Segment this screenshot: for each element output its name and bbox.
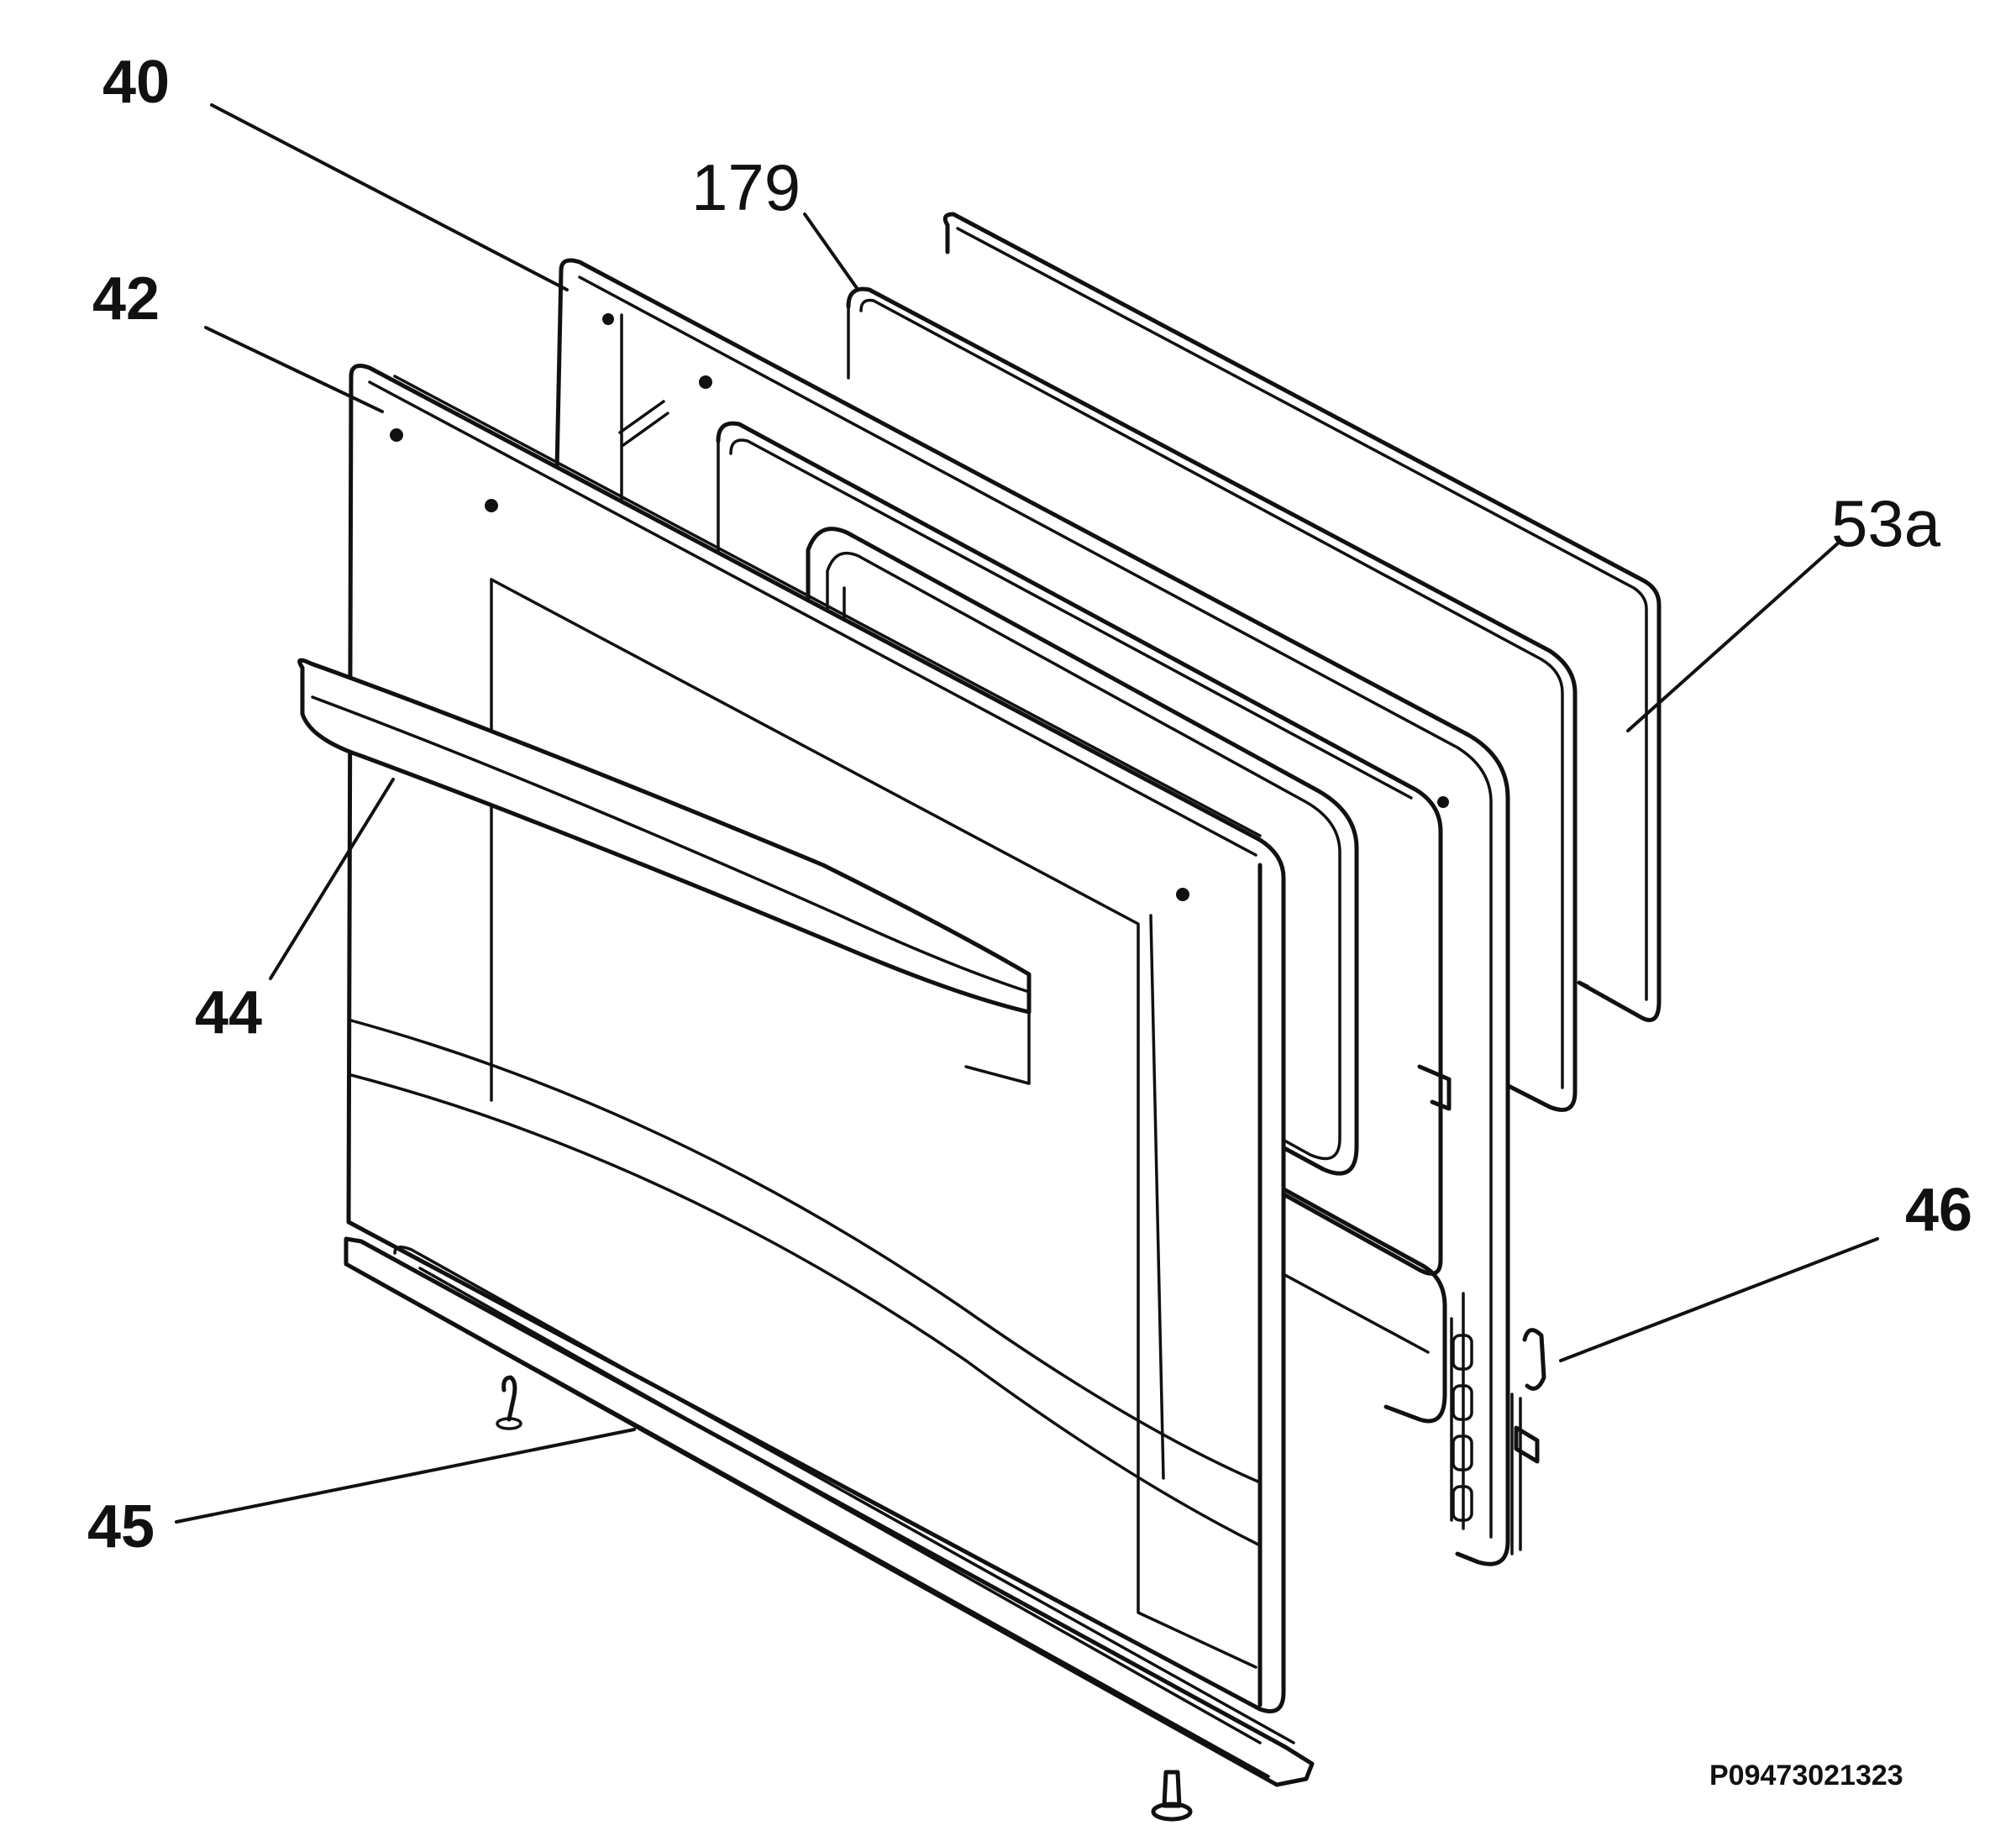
- bottom-trim-strip: [344, 1236, 1315, 1787]
- callout-46: 46: [1905, 1177, 1972, 1244]
- callout-45: 45: [87, 1493, 155, 1561]
- callout-44: 44: [195, 979, 262, 1047]
- door-handle: [297, 658, 1032, 1085]
- hinge-46: [1510, 1328, 1546, 1555]
- leader-179: [803, 212, 858, 290]
- drawing-code: P09473021323: [1709, 1760, 1903, 1791]
- leader-46: [1559, 1237, 1879, 1362]
- callout-42: 42: [92, 265, 160, 333]
- leader-53a: [1626, 540, 1841, 732]
- leader-45: [175, 1428, 636, 1524]
- callout-40: 40: [102, 49, 170, 116]
- screw-left: [496, 1375, 522, 1430]
- leader-44: [269, 778, 395, 980]
- leader-lines: [175, 103, 1879, 1524]
- callout-53a: 53a: [1831, 486, 1941, 560]
- callout-179: 179: [691, 150, 801, 224]
- screw-bottom: [1151, 1770, 1193, 1822]
- oven-door-outer-panel: [346, 364, 1286, 1713]
- leader-42: [204, 326, 384, 413]
- leader-40: [210, 103, 569, 291]
